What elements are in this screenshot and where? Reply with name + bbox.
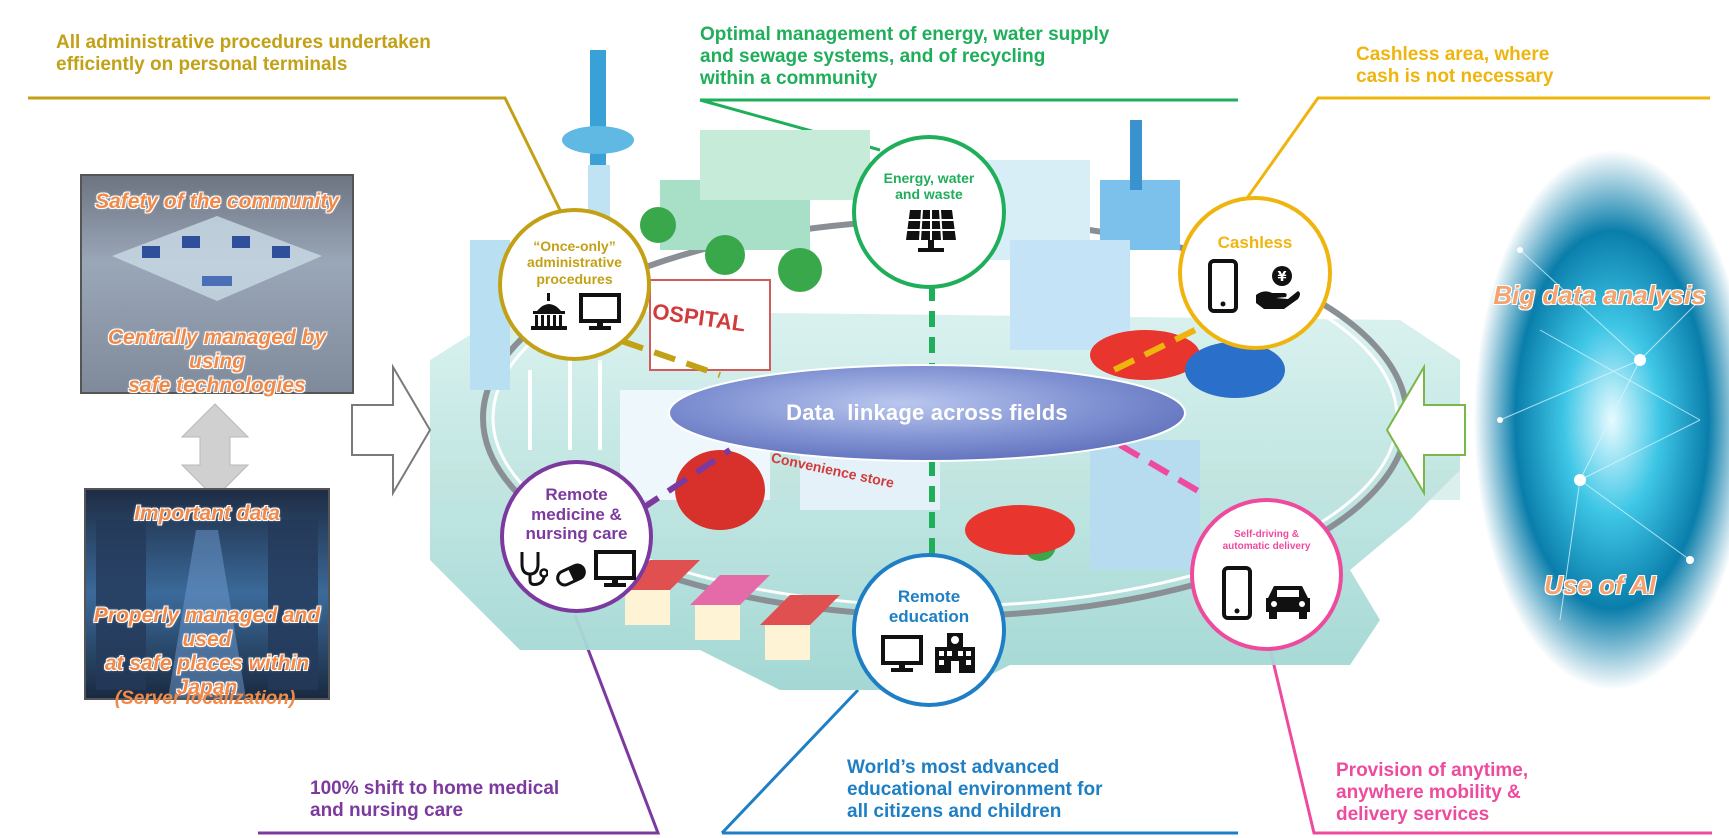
circle-cashless: Cashless ¥ <box>1178 196 1332 350</box>
stethoscope-icon <box>520 551 548 586</box>
circle-medicine-title: Remote medicine & nursing care <box>525 485 628 544</box>
ai-network-glow <box>1474 150 1729 690</box>
control-room-title: Safety of the community <box>95 190 339 213</box>
callout-medical: 100% shift to home medical and nursing c… <box>310 778 560 821</box>
ai-network-nodes <box>1497 247 1704 564</box>
right-arrow <box>1385 363 1466 497</box>
cashless-leader-line <box>1226 96 1710 226</box>
big-data-label: Big data analysis <box>1493 280 1706 310</box>
monitor-icon <box>578 292 621 330</box>
smartphone-icon <box>1208 258 1238 313</box>
server-room-caption: Properly managed and used at safe places… <box>93 604 321 699</box>
circle-cashless-title: Cashless <box>1217 233 1293 253</box>
education-leader-drop <box>720 688 860 835</box>
ai-network-lines <box>1499 249 1701 621</box>
server-room-illustration <box>96 520 318 698</box>
callout-mobility: Provision of anytime, anywhere mobility … <box>1336 760 1529 825</box>
control-room-panel: Safety of the community Centrally manage… <box>80 174 354 397</box>
server-localization-note: (Server localization) <box>114 688 296 709</box>
government-building-icon <box>530 292 567 330</box>
left-arrow <box>351 363 432 497</box>
circle-education: Remote education <box>852 553 1006 707</box>
server-room-panel: Important data Properly managed and used… <box>84 488 330 700</box>
circle-medicine: Remote medicine & nursing care <box>500 460 653 613</box>
control-room-caption: Centrally managed by using safe technolo… <box>107 326 327 397</box>
mobility-dash <box>1118 442 1207 498</box>
monitor-icon <box>593 549 636 587</box>
ai-label: Use of AI <box>1544 570 1656 600</box>
double-arrow <box>180 403 250 499</box>
hub-label: Data linkage across fields <box>786 400 1068 425</box>
circle-energy-title: Energy, water and waste <box>883 169 975 202</box>
callout-cashless: Cashless area, where cash is not necessa… <box>1356 44 1554 87</box>
school-building-icon <box>935 632 975 673</box>
circle-education-title: Remote education <box>888 587 970 626</box>
circle-admin: “Once-only” administrative procedures <box>498 208 651 361</box>
circle-mobility: Self-driving & automatic delivery <box>1190 498 1343 651</box>
callout-education: World’s most advanced educational enviro… <box>847 757 1103 822</box>
data-linkage-hub: Data linkage across fields <box>669 365 1185 461</box>
admin-leader-line <box>28 96 562 211</box>
circle-mobility-title: Self-driving & automatic delivery <box>1222 529 1311 552</box>
hand-coin-icon: ¥ <box>1256 265 1300 309</box>
circle-admin-title: “Once-only” administrative procedures <box>527 238 622 287</box>
mobility-leader-line <box>1260 614 1712 835</box>
medicine-dash <box>638 447 732 513</box>
server-room-title: Important data <box>134 502 280 525</box>
control-room-illustration <box>112 216 322 301</box>
smartphone-icon <box>1221 566 1252 620</box>
solar-panel-icon <box>906 210 956 253</box>
monitor-icon <box>881 634 923 672</box>
circle-energy: Energy, water and waste <box>852 135 1006 289</box>
city-buildings <box>470 50 1285 660</box>
car-icon <box>1265 586 1310 619</box>
medical-leader-line <box>258 614 661 835</box>
data-linkage-hub-shape <box>668 364 1186 462</box>
cashless-dash <box>1108 327 1197 375</box>
pill-icon <box>555 563 586 587</box>
callout-admin: All administrative procedures undertaken… <box>56 32 431 75</box>
svg-text:¥: ¥ <box>1277 270 1286 285</box>
admin-dash <box>589 327 721 378</box>
callout-energy: Optimal management of energy, water supp… <box>700 24 1110 89</box>
